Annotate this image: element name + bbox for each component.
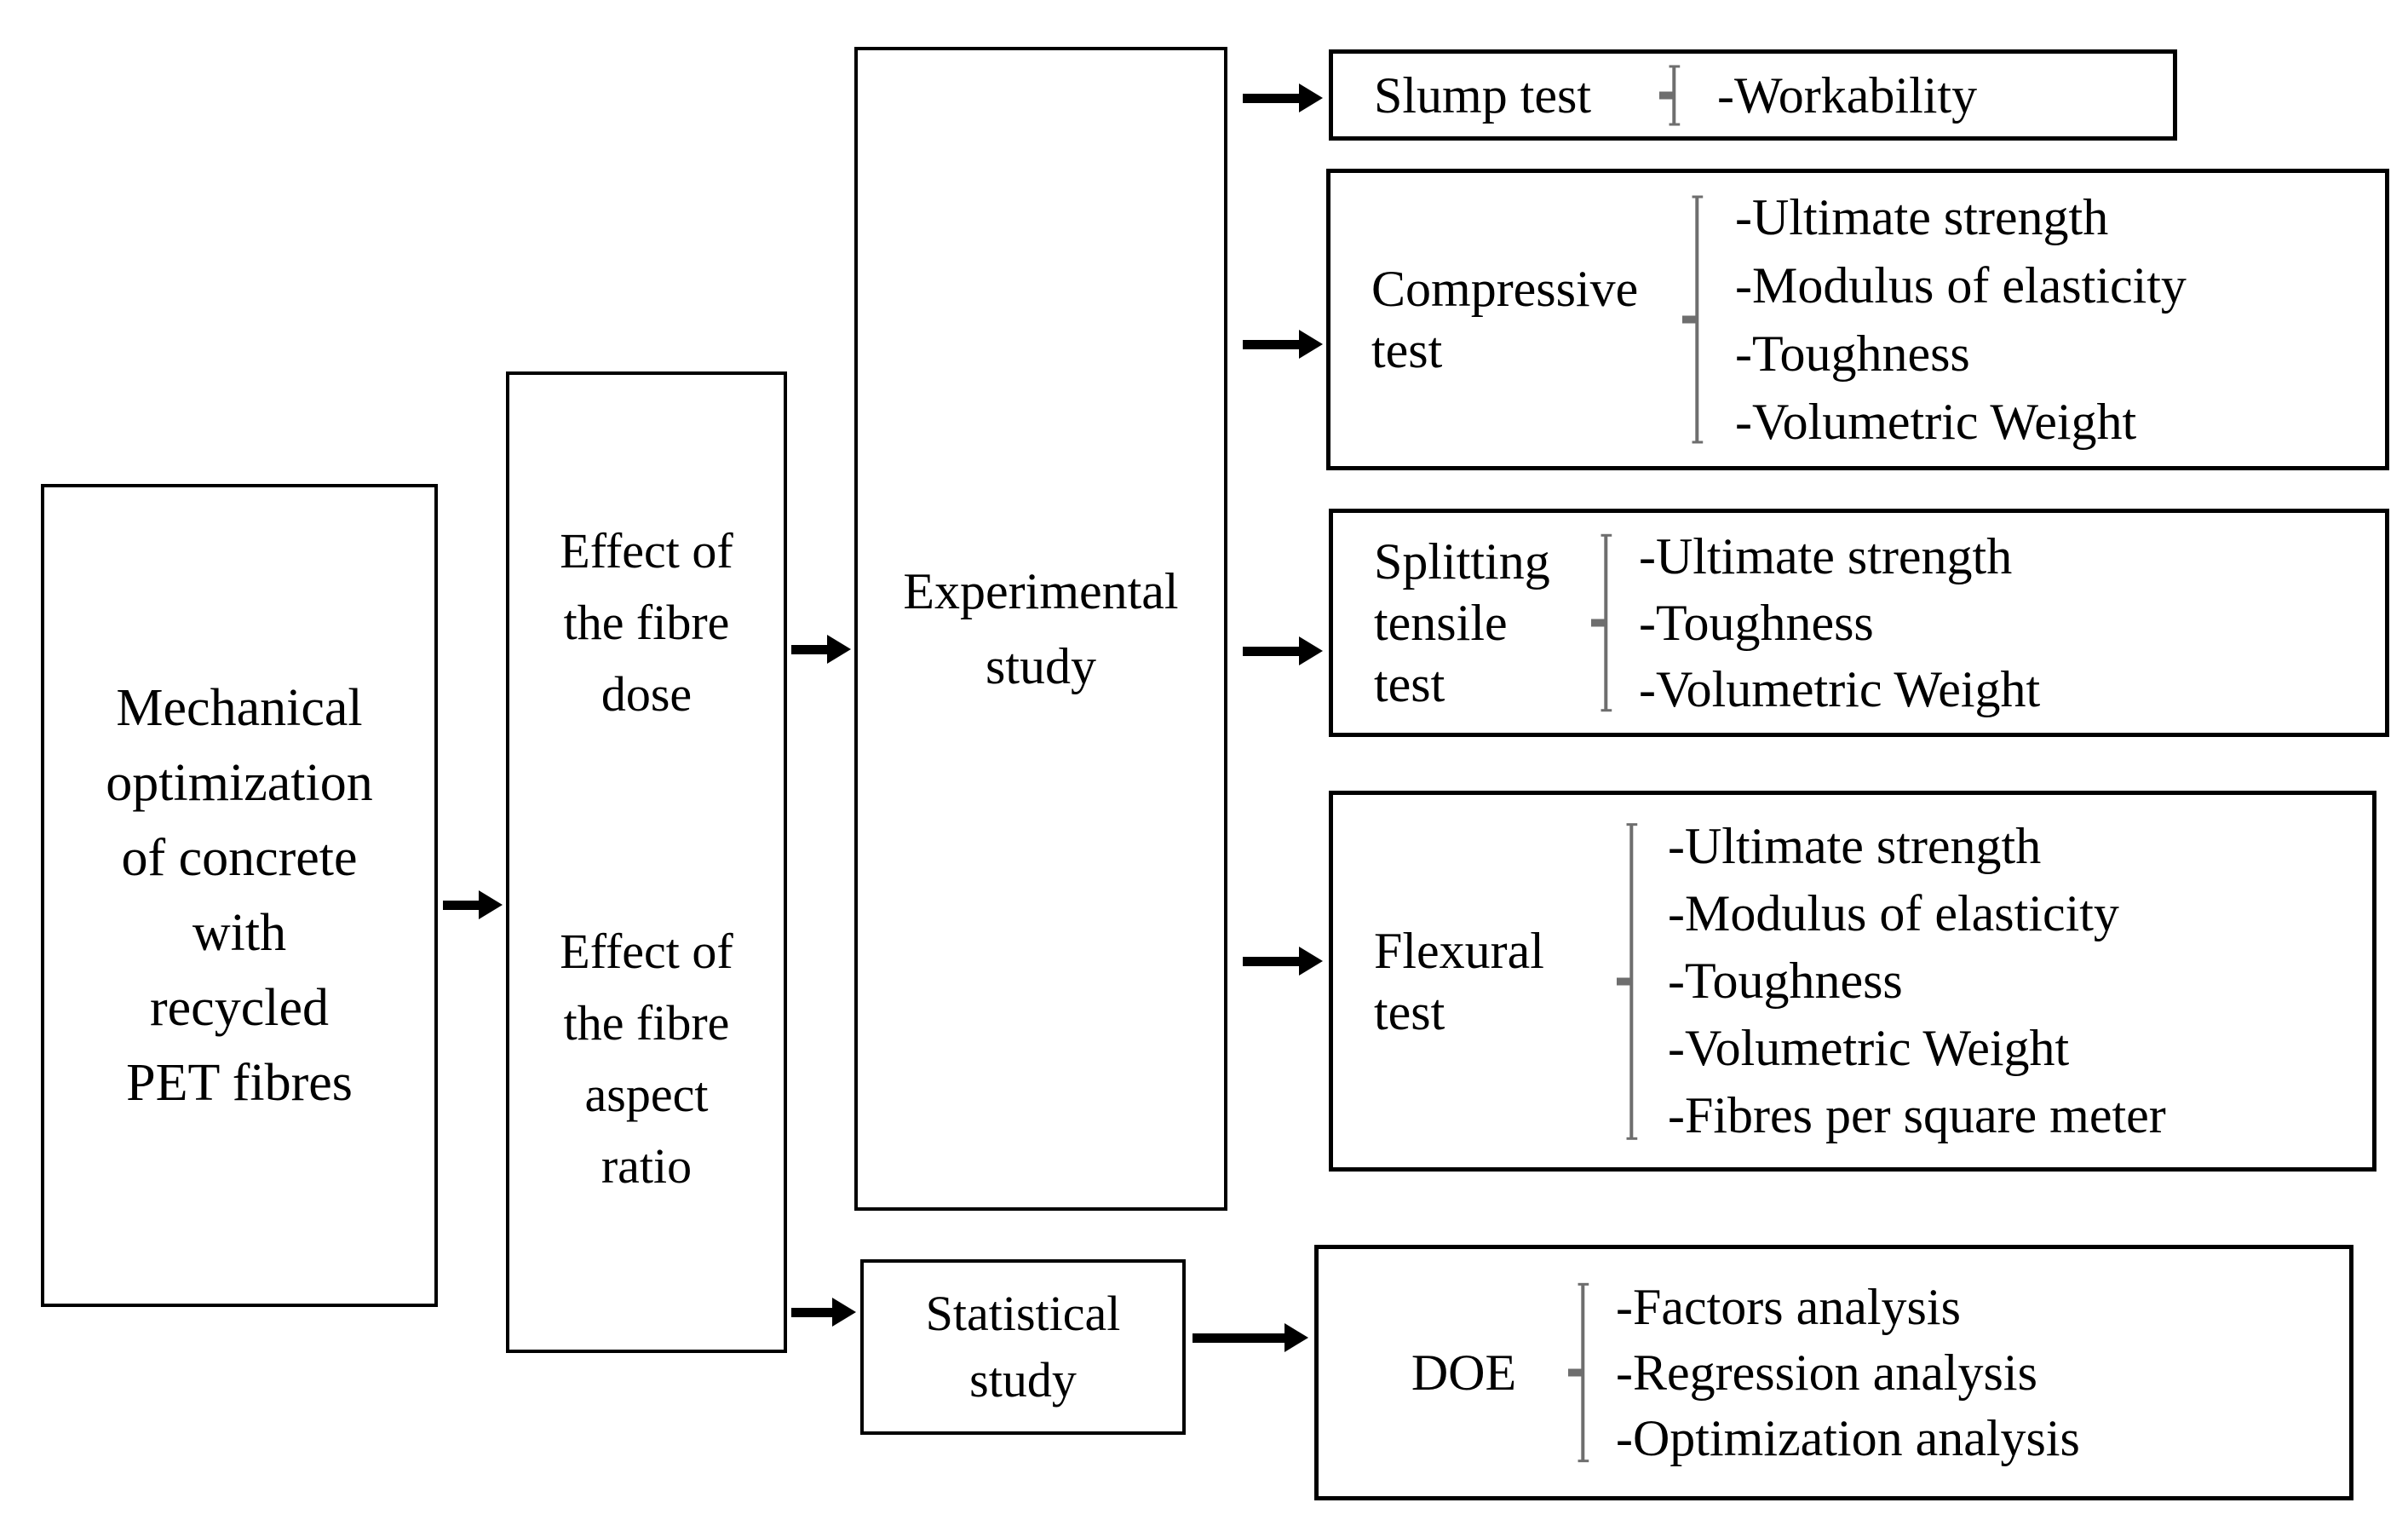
text-line: test [1374,983,1445,1040]
node-doe: DOE -Factors analysis -Regression analys… [1314,1245,2353,1500]
arrow-head [1299,947,1323,976]
arrow-shaft [791,1307,832,1317]
text-line: PET fibres [126,1054,353,1112]
node-statistical-study: Statistical study [860,1259,1186,1435]
brace-icon [1568,1281,1594,1465]
text-line: with [192,904,287,962]
brace-icon [1617,818,1642,1145]
text-line: -Ultimate strength [1668,818,2042,874]
arrow-head [1284,1323,1308,1352]
text-line: test [1371,322,1443,378]
text-line: study [969,1352,1077,1408]
text-line: -Modulus of elasticity [1668,885,2119,941]
test-label: Slump test [1374,65,1659,126]
arrow-shaft [791,644,827,654]
test-label: Flexural test [1374,920,1617,1043]
node-compressive-test: Compressive test -Ultimate strength -Mod… [1326,169,2389,470]
text-line: optimization [106,754,373,812]
text-line: aspect [584,1067,709,1122]
arrow-effects-to-experimental-icon [791,635,851,664]
effect-of-fibre-dose-text: Effect of the fibre dose [509,515,784,730]
test-outputs: -Ultimate strength -Toughness -Volumetri… [1639,523,2040,723]
node-splitting-tensile-test: Splitting tensile test -Ultimate strengt… [1329,509,2389,737]
test-outputs: -Factors analysis -Regression analysis -… [1616,1275,2080,1471]
brace-icon [1682,192,1708,447]
text-line: of concrete [121,829,358,887]
text-line: Effect of [560,924,733,979]
text-line: Statistical [925,1286,1121,1341]
text-line: -Fibres per square meter [1668,1087,2166,1143]
arrow-shaft [1243,339,1299,349]
node-text: Experimental study [858,50,1224,1207]
test-outputs: -Workability [1717,58,1977,133]
test-label: Splitting tensile test [1374,531,1591,715]
node-text: Statistical study [864,1263,1182,1431]
arrow-head [827,635,851,664]
test-outputs: -Ultimate strength -Modulus of elasticit… [1668,813,2166,1149]
text-line: -Toughness [1639,595,1874,651]
text-line: Slump test [1374,66,1592,124]
node-mechanical-optimization: Mechanical optimization of concrete with… [41,484,438,1307]
test-label: DOE [1359,1342,1568,1403]
text-line: -Regression analysis [1616,1344,2037,1401]
arrow-effects-to-statistical-icon [791,1298,856,1327]
brace-icon [1591,532,1617,714]
text-line: -Optimization analysis [1616,1409,2080,1466]
node-experimental-study: Experimental study [854,47,1227,1211]
arrow-experimental-to-splitting-icon [1243,636,1323,665]
text-line: DOE [1411,1344,1517,1401]
text-line: recycled [150,979,329,1037]
arrow-shaft [1243,956,1299,966]
test-outputs: -Ultimate strength -Modulus of elasticit… [1735,183,2187,456]
text-line: ratio [601,1138,693,1194]
text-line: the fibre [563,995,730,1051]
text-line: -Volumetric Weight [1639,661,2041,717]
text-line: -Factors analysis [1616,1278,1961,1335]
node-flexural-test: Flexural test -Ultimate strength -Modulu… [1329,791,2376,1172]
effect-of-fibre-aspect-ratio-text: Effect of the fibre aspect ratio [509,916,784,1202]
arrow-shaft [1193,1333,1284,1343]
arrow-experimental-to-flexural-icon [1243,947,1323,976]
arrow-experimental-to-compressive-icon [1243,330,1323,359]
text-line: Experimental [903,563,1179,619]
arrow-head [1299,330,1323,359]
text-line: the fibre [563,595,730,650]
node-fibre-effects: Effect of the fibre dose Effect of the f… [506,371,787,1353]
arrow-head [832,1298,856,1327]
arrow-shaft [443,900,479,910]
text-line: -Ultimate strength [1735,189,2109,245]
text-line: -Modulus of elasticity [1735,257,2187,314]
text-line: Flexural [1374,922,1544,979]
text-line: -Workability [1717,66,1978,124]
text-line: Splitting [1374,533,1550,590]
node-slump-test: Slump test -Workability [1329,49,2177,141]
text-line: tensile [1374,595,1508,651]
text-line: dose [601,666,693,722]
text-line: -Toughness [1735,325,1970,382]
node-text: Mechanical optimization of concrete with… [44,487,434,1304]
text-line: Mechanical [116,679,363,737]
text-line: -Toughness [1668,953,1903,1009]
text-line: -Volumetric Weight [1735,394,2137,450]
arrow-main-to-effects-icon [443,890,503,919]
test-label: Compressive test [1371,258,1682,381]
arrow-head [1299,83,1323,112]
brace-icon [1659,64,1685,127]
arrow-statistical-to-doe-icon [1193,1323,1308,1352]
text-line: -Ultimate strength [1639,528,2013,584]
arrow-head [1299,636,1323,665]
text-line: study [985,638,1097,694]
arrow-head [479,890,503,919]
arrow-experimental-to-slump-icon [1243,83,1323,112]
text-line: Compressive [1371,261,1639,317]
text-line: Effect of [560,523,733,579]
arrow-shaft [1243,646,1299,656]
text-line: -Volumetric Weight [1668,1020,2070,1076]
arrow-shaft [1243,93,1299,103]
text-line: test [1374,656,1445,712]
